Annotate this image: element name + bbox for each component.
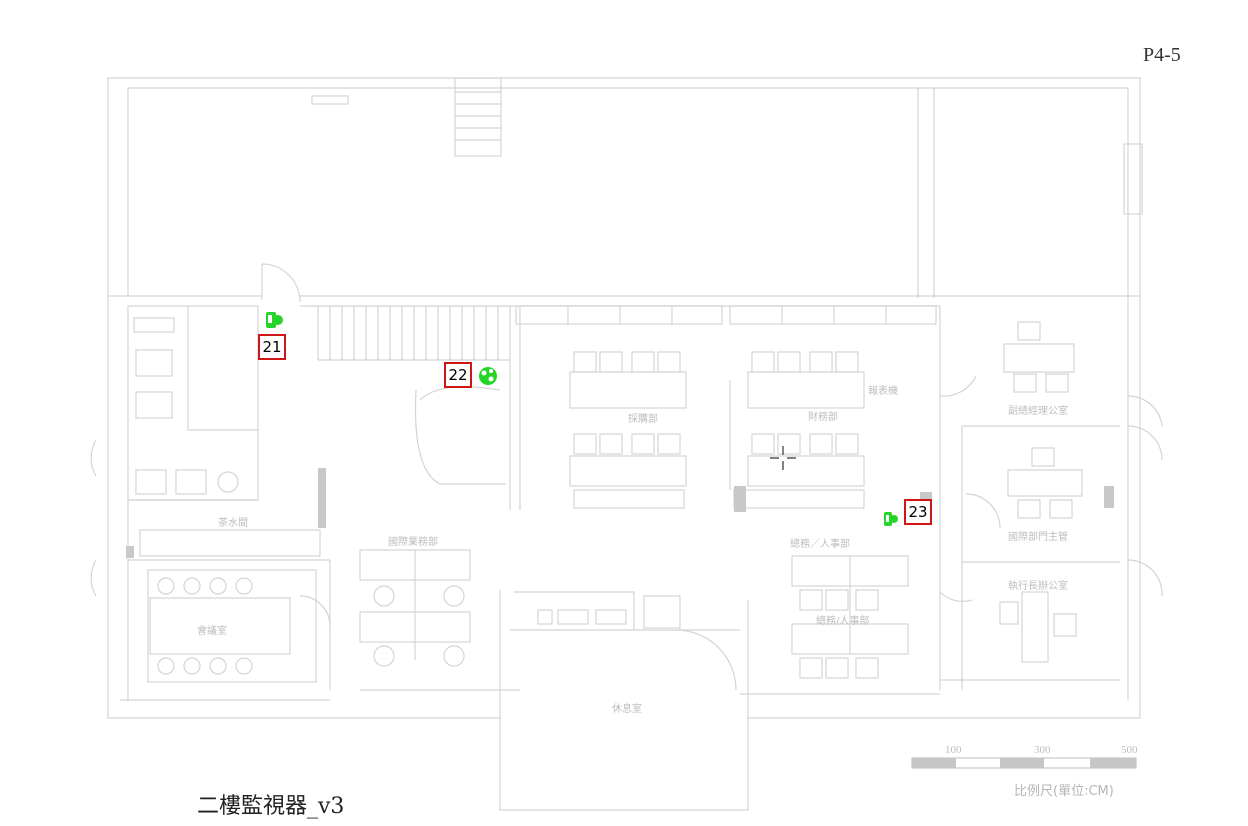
room-label-finance: 財務部 — [808, 412, 838, 423]
room-label-meeting-room: 會議室 — [197, 626, 227, 637]
room-label-exec-gm-office: 執行長辦公室 — [1008, 581, 1068, 592]
page-code: P4-5 — [1143, 44, 1181, 66]
camera-icon[interactable] — [884, 512, 898, 526]
room-label-admin-hr: 總務/人事部 — [816, 616, 870, 627]
room-label-print-machine: 報表機 — [868, 386, 898, 397]
camera-22-label[interactable]: 22 — [444, 362, 472, 388]
camera-21-label[interactable]: 21 — [258, 334, 286, 360]
room-label-procurement: 採購部 — [628, 414, 658, 425]
scale-tick-300: 300 — [1034, 744, 1051, 756]
scale-tick-500: 500 — [1121, 744, 1138, 756]
room-label-lounge: 休息室 — [612, 704, 642, 715]
scale-tick-100: 100 — [945, 744, 962, 756]
dome-camera-icon[interactable] — [479, 367, 497, 385]
room-label-intl-dept-head: 國際部門主管 — [1008, 532, 1068, 543]
room-label-international-business: 國際業務部 — [388, 537, 438, 548]
room-label-vice-gm-office: 副總經理公室 — [1008, 406, 1068, 417]
plan-title: 二樓監視器_v3 — [197, 794, 345, 819]
room-label-admin-hr-small: 總務／人事部 — [790, 539, 850, 550]
scale-caption: 比例尺(單位:CM) — [1014, 784, 1114, 799]
camera-23-label[interactable]: 23 — [904, 499, 932, 525]
camera-icon[interactable] — [266, 312, 283, 328]
room-label-pantry: 茶水間 — [218, 518, 248, 529]
